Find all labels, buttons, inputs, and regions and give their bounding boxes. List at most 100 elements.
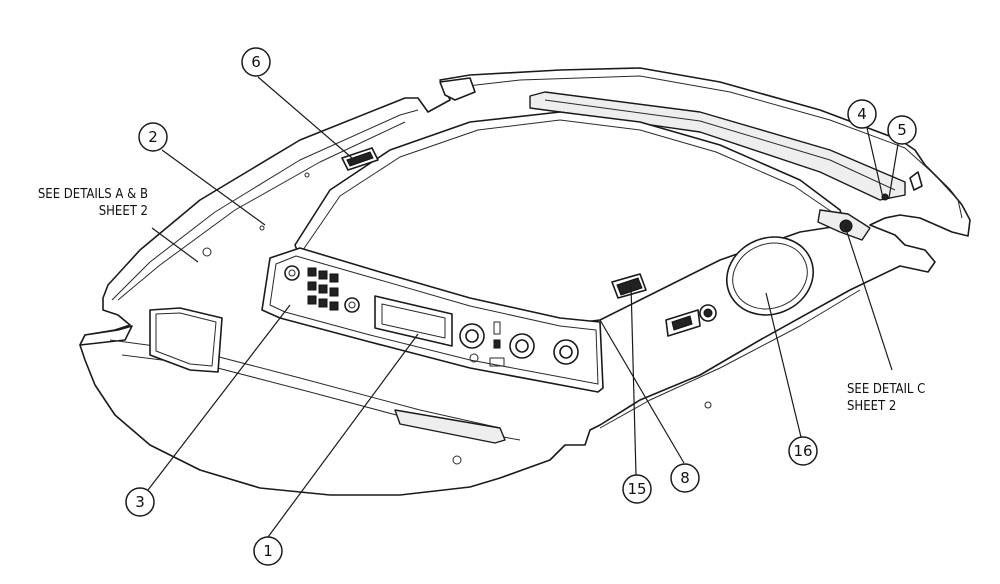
callout-number: 8 [680,469,690,487]
leader-lines [147,76,899,538]
callout-circle [253,536,283,566]
corner-fitting [817,171,923,241]
vent-slot [346,151,374,167]
volume-knob-cap [465,329,479,343]
right-roof-rail [529,91,906,201]
switch [307,267,317,277]
callout-number: 4 [857,105,867,123]
front-side-lamp [149,307,223,373]
top-rim-edge [111,109,419,301]
tuner-knob-cap [515,339,529,353]
callout-circle [622,474,652,504]
front-left-corner-tab [79,325,133,346]
callout-2: 2 [138,122,168,152]
leader-16 [765,292,802,438]
mount-hole [202,247,212,257]
note-details-ab-line2: SHEET 2 [99,204,148,219]
switch-rocker [671,315,693,331]
right-roof-rail-inner [544,99,896,191]
callout-6: 6 [241,47,271,77]
left-rail-channel [117,121,406,301]
callout-circle [670,463,700,493]
leader-2 [161,149,266,226]
front-lower-rail [394,409,506,444]
side-lamp-lens [155,312,217,367]
leader-1 [267,333,419,538]
callout-circle [847,99,877,129]
leader-15 [630,284,637,476]
callout-circle [887,115,917,145]
callout-circle [241,47,271,77]
fan-knob-cap [559,345,573,359]
leader-3 [147,304,291,491]
item-6-vent [341,147,379,171]
switch [318,270,328,280]
callout-number: 16 [793,442,812,460]
mount-hole [704,401,712,409]
callout-15: 15 [622,474,652,504]
console-bezel [269,255,599,385]
note-details-ab: SEE DETAILS A & B SHEET 2 [38,187,148,219]
switch [318,298,328,308]
callout-number: 2 [148,128,158,146]
speaker-center [839,219,853,233]
item-16-dome-lamp [725,236,815,316]
radio-display-screen [381,303,446,339]
item-15-vent [611,273,647,299]
right-skirt-edge [599,289,861,429]
callout-16: 16 [788,436,818,466]
callout-1: 1 [253,536,283,566]
left-dial-knob [284,265,300,281]
indicator-switch [493,339,501,349]
callout-number: 5 [897,121,907,139]
right-dial-knob-center [348,301,356,309]
switch [329,273,339,283]
callout-number: 3 [135,493,145,511]
dome-switch [665,304,717,337]
small-connector [489,357,505,367]
callout-4: 4 [847,99,877,129]
vent-slot [616,277,643,296]
dome-knob-center [703,308,713,318]
right-dial-knob [344,297,360,313]
top-rim-edge-right [449,75,963,219]
callout-number: 1 [263,542,273,560]
callout-circle [125,487,155,517]
callout-3: 3 [125,487,155,517]
roof-opening-inner-lip [302,119,833,251]
leader-5 [888,143,899,199]
callout-number: 15 [627,480,646,498]
leader-6 [257,76,353,159]
callout-circle [788,436,818,466]
note-detail-c: SEE DETAIL C SHEET 2 [847,382,925,414]
leader-8 [599,319,685,464]
switch [307,295,317,305]
switch [329,301,339,311]
switch-bank [307,267,339,311]
leader-details-ab [151,227,199,263]
note-detail-c-line1: SEE DETAIL C [847,382,925,397]
indicator-light [493,321,501,335]
mount-screw [881,193,889,201]
rear-clip [909,171,923,191]
mount-hole [304,172,310,178]
callout-number: 6 [251,53,261,71]
switch [318,284,328,294]
switch [329,287,339,297]
left-dial-knob-center [288,269,296,277]
note-details-ab-line1: SEE DETAILS A & B [38,187,148,202]
callout-8: 8 [670,463,700,493]
dome-lamp-lens [725,236,815,316]
rear-notch [439,77,476,101]
radio-display-frame [374,295,453,347]
leader-detail-c [844,225,893,371]
note-detail-c-line2: SHEET 2 [847,399,896,414]
dome-lamp-rim [732,242,808,310]
switch [307,281,317,291]
mount-hole [259,225,265,231]
small-jack [469,353,479,363]
leader-4 [866,127,884,199]
mount-hole [452,455,462,465]
